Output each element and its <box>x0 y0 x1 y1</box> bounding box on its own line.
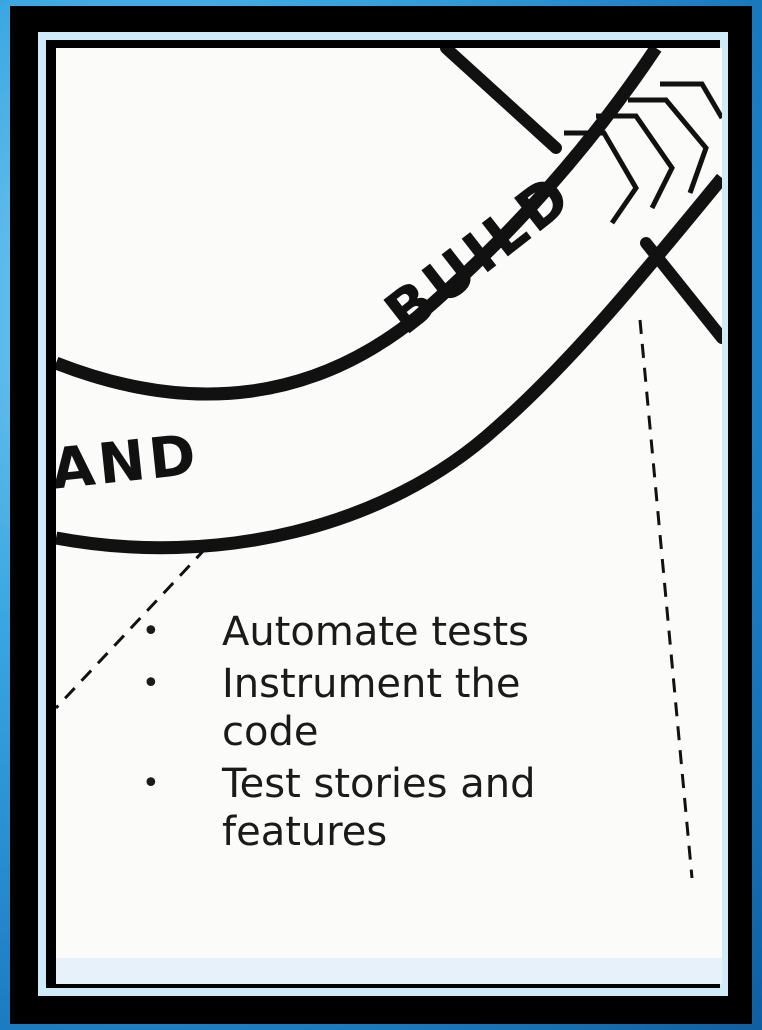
list-item: • Test stories and features <box>136 760 576 856</box>
bullet-icon: • <box>142 766 160 801</box>
task-list: • Automate tests • Instrument the code • Te… <box>136 608 576 860</box>
paper-footer-strip <box>56 958 722 984</box>
road-lower-edge <box>56 173 722 555</box>
dashed-leader-right <box>638 319 694 879</box>
road-upper-edge <box>56 48 662 401</box>
list-item: • Automate tests <box>136 608 576 656</box>
direction-chevrons <box>564 81 722 225</box>
list-item-text: Test stories and features <box>222 761 536 855</box>
list-item: • Instrument the code <box>136 660 576 756</box>
road-sketch <box>56 48 722 879</box>
list-item-text: Instrument the code <box>222 661 521 755</box>
list-item-text: Automate tests <box>222 609 530 655</box>
crossing-road-edge-left <box>440 48 562 154</box>
dashed-leader-left <box>56 546 208 710</box>
bullet-icon: • <box>142 666 160 701</box>
bullet-icon: • <box>142 614 160 649</box>
sketch-paper: BUILD AND •Automate tests •Instrument th… <box>56 48 722 958</box>
